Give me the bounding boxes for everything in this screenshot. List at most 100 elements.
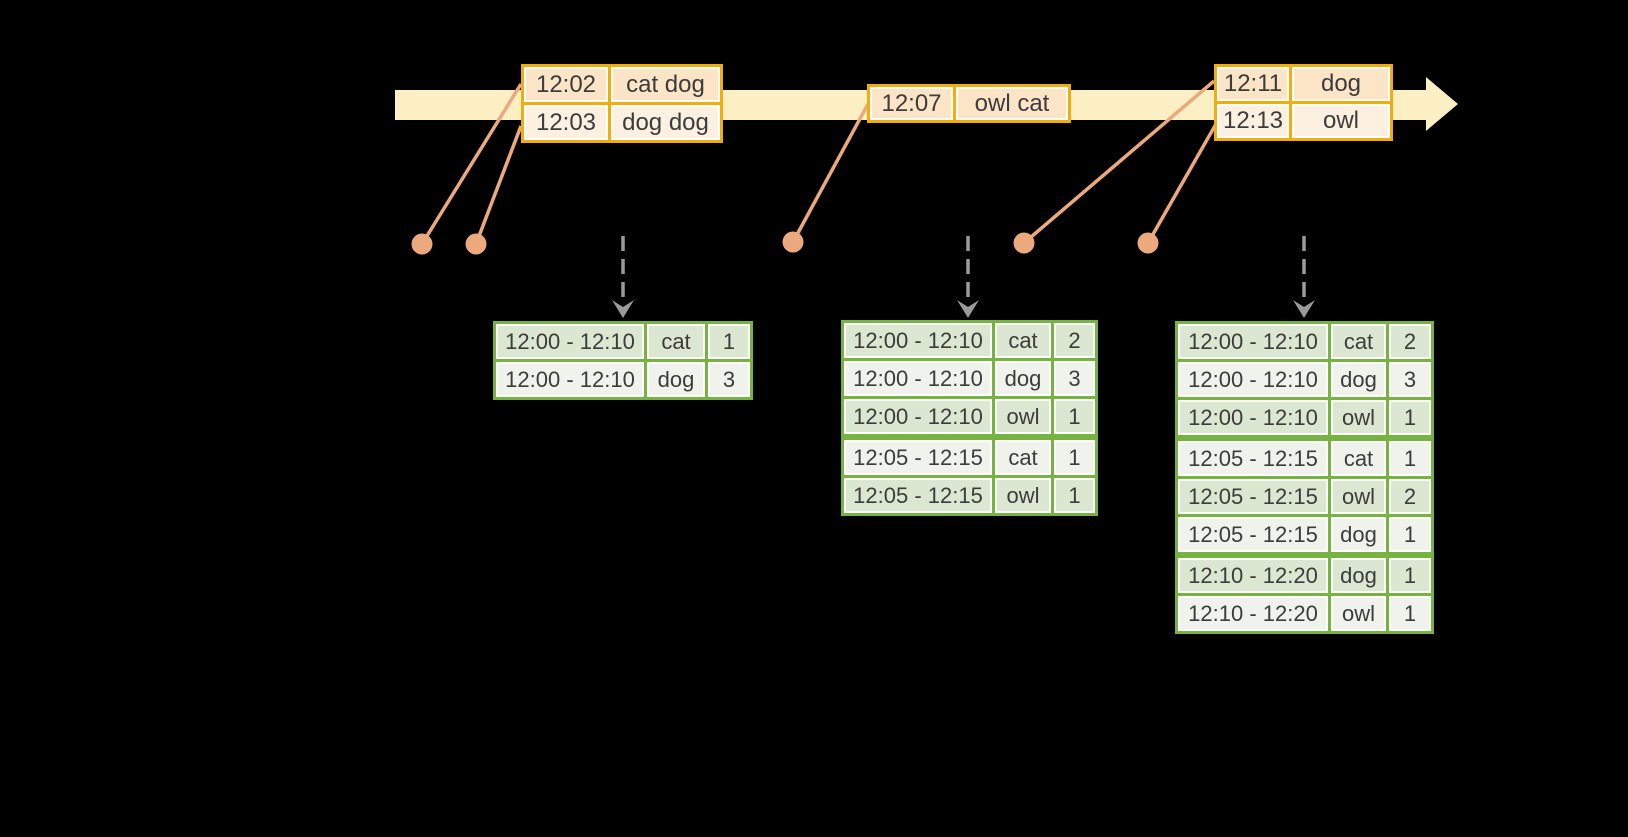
window-group: 12:00 - 12:10 cat 2 12:00 - 12:10 dog 3 … — [1178, 324, 1431, 435]
event-dot — [1137, 232, 1159, 254]
count-cell: 1 — [1054, 399, 1095, 434]
event-time-cell: 12:07 — [870, 87, 953, 120]
event-table-2: 12:07 owl cat — [867, 84, 1071, 123]
window-cell: 12:05 - 12:15 — [1178, 441, 1328, 476]
result-row: 12:05 - 12:15 dog 1 — [1178, 517, 1431, 552]
word-cell: dog — [647, 362, 705, 397]
result-row: 12:10 - 12:20 dog 1 — [1178, 558, 1431, 593]
word-cell: dog — [1331, 362, 1386, 397]
result-row: 12:05 - 12:15 owl 1 — [844, 478, 1095, 513]
result-row: 12:05 - 12:15 cat 1 — [1178, 441, 1431, 476]
result-row: 12:05 - 12:15 cat 1 — [844, 440, 1095, 475]
connector-line — [1022, 79, 1216, 245]
event-dot — [465, 233, 487, 255]
arrowhead-down-icon — [612, 300, 634, 318]
trigger-arrows — [612, 236, 1315, 318]
word-cell: cat — [1331, 324, 1386, 359]
event-words-cell: dog — [1292, 67, 1390, 101]
word-cell: cat — [995, 440, 1051, 475]
result-row: 12:05 - 12:15 owl 2 — [1178, 479, 1431, 514]
connector-line — [1146, 123, 1218, 244]
event-row: 12:11 dog — [1217, 67, 1390, 101]
window-cell: 12:00 - 12:10 — [496, 362, 644, 397]
event-row: 12:13 owl — [1217, 104, 1390, 138]
event-row: 12:03 dog dog — [524, 105, 720, 140]
window-cell: 12:00 - 12:10 — [496, 324, 644, 359]
event-words-cell: owl — [1292, 104, 1390, 138]
result-table-1: 12:00 - 12:10 cat 1 12:00 - 12:10 dog 3 — [493, 321, 753, 400]
window-cell: 12:05 - 12:15 — [1178, 517, 1328, 552]
window-cell: 12:10 - 12:20 — [1178, 596, 1328, 631]
result-table-3: 12:00 - 12:10 cat 2 12:00 - 12:10 dog 3 … — [1175, 321, 1434, 634]
word-cell: dog — [995, 361, 1051, 396]
event-words-cell: cat dog — [611, 67, 720, 102]
result-row: 12:00 - 12:10 cat 1 — [496, 324, 750, 359]
count-cell: 3 — [1389, 362, 1431, 397]
count-cell: 1 — [1389, 517, 1431, 552]
count-cell: 3 — [708, 362, 750, 397]
count-cell: 2 — [1389, 479, 1431, 514]
window-group: 12:10 - 12:20 dog 1 12:10 - 12:20 owl 1 — [1178, 558, 1431, 631]
window-cell: 12:05 - 12:15 — [1178, 479, 1328, 514]
word-cell: owl — [1331, 400, 1386, 435]
count-cell: 1 — [1389, 596, 1431, 631]
count-cell: 2 — [1054, 323, 1095, 358]
event-dots — [411, 231, 1159, 255]
connector-line — [474, 125, 523, 245]
window-cell: 12:00 - 12:10 — [844, 361, 992, 396]
word-cell: dog — [1331, 558, 1386, 593]
result-row: 12:00 - 12:10 owl 1 — [1178, 400, 1431, 435]
word-cell: owl — [1331, 479, 1386, 514]
event-row: 12:07 owl cat — [870, 87, 1068, 120]
connector-line — [791, 103, 870, 243]
count-cell: 1 — [708, 324, 750, 359]
word-cell: owl — [995, 478, 1051, 513]
result-row: 12:00 - 12:10 owl 1 — [844, 399, 1095, 434]
window-cell: 12:00 - 12:10 — [1178, 324, 1328, 359]
result-row: 12:00 - 12:10 dog 3 — [496, 362, 750, 397]
window-group: 12:00 - 12:10 cat 2 12:00 - 12:10 dog 3 … — [844, 323, 1095, 434]
window-cell: 12:10 - 12:20 — [1178, 558, 1328, 593]
event-dot — [1013, 232, 1035, 254]
count-cell: 1 — [1389, 400, 1431, 435]
event-dot — [411, 233, 433, 255]
window-cell: 12:00 - 12:10 — [1178, 362, 1328, 397]
count-cell: 1 — [1054, 440, 1095, 475]
connector-line — [420, 83, 523, 245]
window-group: 12:05 - 12:15 cat 1 12:05 - 12:15 owl 1 — [844, 440, 1095, 513]
event-time-cell: 12:03 — [524, 105, 608, 140]
result-table-2: 12:00 - 12:10 cat 2 12:00 - 12:10 dog 3 … — [841, 320, 1098, 516]
arrowhead-down-icon — [957, 300, 979, 318]
arrowhead-down-icon — [1293, 300, 1315, 318]
result-row: 12:10 - 12:20 owl 1 — [1178, 596, 1431, 631]
window-cell: 12:05 - 12:15 — [844, 478, 992, 513]
window-group: 12:00 - 12:10 cat 1 12:00 - 12:10 dog 3 — [496, 324, 750, 397]
event-table-1: 12:02 cat dog 12:03 dog dog — [521, 64, 723, 143]
event-row: 12:02 cat dog — [524, 67, 720, 102]
result-row: 12:00 - 12:10 dog 3 — [844, 361, 1095, 396]
window-cell: 12:00 - 12:10 — [844, 323, 992, 358]
word-cell: owl — [995, 399, 1051, 434]
count-cell: 1 — [1389, 441, 1431, 476]
count-cell: 1 — [1389, 558, 1431, 593]
timeline-arrowhead-icon — [1426, 77, 1458, 131]
event-words-cell: dog dog — [611, 105, 720, 140]
word-cell: cat — [995, 323, 1051, 358]
result-row: 12:00 - 12:10 cat 2 — [1178, 324, 1431, 359]
event-table-3: 12:11 dog 12:13 owl — [1214, 64, 1393, 141]
count-cell: 1 — [1054, 478, 1095, 513]
event-dot — [782, 231, 804, 253]
window-cell: 12:05 - 12:15 — [844, 440, 992, 475]
event-time-cell: 12:13 — [1217, 104, 1289, 138]
count-cell: 3 — [1054, 361, 1095, 396]
result-row: 12:00 - 12:10 cat 2 — [844, 323, 1095, 358]
window-cell: 12:00 - 12:10 — [844, 399, 992, 434]
connector-lines — [420, 79, 1218, 245]
event-time-cell: 12:02 — [524, 67, 608, 102]
word-cell: owl — [1331, 596, 1386, 631]
word-cell: cat — [647, 324, 705, 359]
window-cell: 12:00 - 12:10 — [1178, 400, 1328, 435]
word-cell: dog — [1331, 517, 1386, 552]
result-row: 12:00 - 12:10 dog 3 — [1178, 362, 1431, 397]
